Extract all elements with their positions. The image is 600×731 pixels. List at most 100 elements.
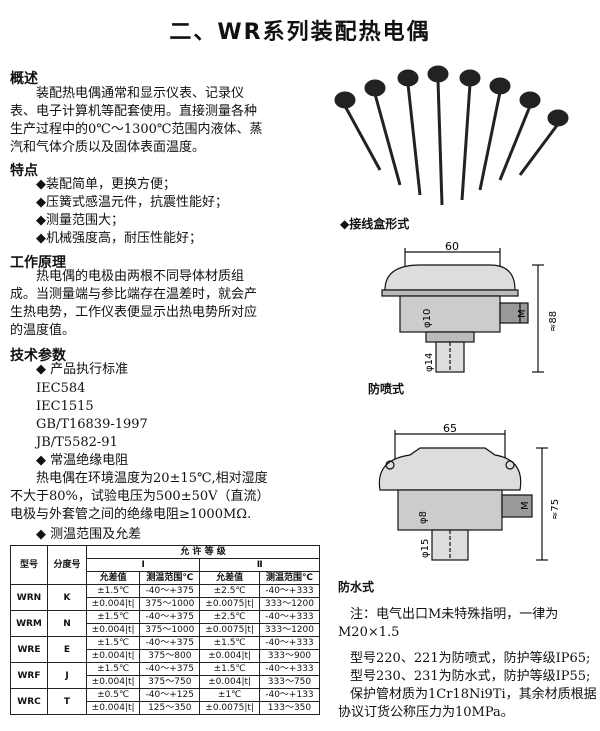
probe-head: [364, 79, 386, 97]
table-cell: 375～750: [139, 675, 201, 689]
overview-text: 装配热电偶通常和显示仪表、记录仪 表、电子计算机等配套使用。直接测量各种 生产过…: [10, 85, 310, 157]
table-title: ◆ 测温范围及允差: [36, 527, 142, 542]
table-cell: ±0.004|t|: [85, 675, 141, 689]
cell-type: WRF: [10, 662, 48, 689]
probe-head: [427, 65, 449, 83]
dim-m: M: [517, 309, 528, 318]
dim-height: ≈75: [550, 499, 560, 520]
table-cell: -40～+333: [258, 584, 321, 598]
probe-stem: [498, 105, 532, 181]
probe-stem: [478, 91, 502, 191]
insulation-line: 热电偶在环境温度为20±15℃,相对湿度: [36, 471, 268, 486]
principle-line: 热电偶的电极由两根不同导体材质组: [36, 269, 245, 284]
table-cell: -40～+125: [139, 688, 201, 702]
standard-item: IEC584: [36, 381, 86, 396]
sub-tol-header: 允差值: [199, 571, 260, 585]
col-type-header: 型号: [10, 545, 48, 585]
table-cell: ±0.0075|t|: [199, 623, 260, 637]
standard-item: IEC1515: [36, 399, 94, 414]
model-line: 协议订货公称压力为10MPa。: [338, 705, 514, 720]
overview-line: 装配热电偶通常和显示仪表、记录仪: [36, 86, 245, 101]
params-heading: 技术参数: [10, 348, 66, 364]
table-cell: ±0.004|t|: [85, 597, 141, 611]
table-cell: ±0.004|t|: [199, 649, 260, 663]
table-cell: -40～+375: [139, 662, 201, 676]
model-line: 型号230、231为防水式，防护等级IP55;: [350, 669, 591, 684]
outlet-note: 注：电气出口M未特殊指明，一律为 M20×1.5: [338, 606, 593, 642]
features-heading: 特点: [10, 163, 38, 179]
table-row: ±0.004|t|125～350±0.0075|t|133～350: [11, 701, 321, 715]
note-line: 注：电气出口M未特殊指明，一律为: [350, 607, 559, 622]
table-cell: ±1.5℃: [85, 610, 141, 624]
sub-range-header: 测温范围℃: [139, 571, 201, 585]
dim-d8: φ8: [418, 511, 429, 524]
table-cell: ±1.5℃: [85, 662, 141, 676]
probe-head: [459, 69, 481, 87]
cell-grade: T: [47, 688, 87, 715]
junction-box-caption: ◆接线盒形式: [340, 217, 410, 231]
cell-type: WRC: [10, 688, 48, 715]
features-list: ◆装配简单，更换方便； ◆压簧式感温元件，抗震性能好； ◆测量范围大； ◆机械强…: [36, 176, 228, 248]
table-cell: 333～1200: [258, 597, 321, 611]
probe-stem: [460, 83, 472, 201]
table-cell: ±1.5℃: [199, 636, 260, 650]
table-cell: ±2.5℃: [199, 584, 260, 598]
probe-head: [397, 69, 419, 87]
cell-grade: N: [47, 610, 87, 637]
table-cell: 375～1000: [139, 597, 201, 611]
principle-line: 成。当测量端与参比端存在温差时，就会产: [10, 287, 258, 302]
cable-outlet: [499, 302, 529, 324]
dim-height: ≈88: [548, 311, 559, 332]
grade1-header: Ⅰ: [85, 558, 201, 572]
table-cell: ±0.5℃: [85, 688, 141, 702]
waterproof-caption: 防水式: [338, 580, 375, 594]
waterproof-diagram: 65 φ8 M φ15 ≈75: [378, 422, 560, 561]
insulation-line: 不大于80%，试验电压为500±50V（直流）: [10, 489, 270, 504]
table-cell: ±1.5℃: [85, 636, 141, 650]
table-cell: ±0.004|t|: [85, 623, 141, 637]
overview-heading: 概述: [10, 71, 38, 87]
table-cell: -40～+333: [258, 636, 321, 650]
col-grade-header: 分度号: [47, 545, 87, 585]
probe-stem: [436, 79, 444, 206]
cell-type: WRN: [10, 584, 48, 611]
table-cell: ±0.004|t|: [199, 675, 260, 689]
feature-item: ◆压簧式感温元件，抗震性能好；: [36, 195, 228, 210]
probe-stem: [343, 105, 382, 171]
table-cell: -40～+375: [139, 610, 201, 624]
table-cell: 333～900: [258, 649, 321, 663]
spray-proof-caption: 防喷式: [368, 382, 405, 396]
table-cell: -40～+375: [139, 584, 201, 598]
cell-grade: E: [47, 636, 87, 663]
table-cell: 375～1000: [139, 623, 201, 637]
tolerance-table: 型号 分度号 允 许 等 级 Ⅰ Ⅱ 允差值 测温范围℃ 允差值 测温范围℃ W…: [10, 545, 321, 715]
table-cell: 375～800: [139, 649, 201, 663]
probe-stem: [518, 123, 560, 176]
probe-head: [334, 91, 356, 109]
cable-outlet: [501, 494, 533, 518]
page-title: 二、WR系列装配热电偶: [169, 20, 431, 45]
table-cell: -40～+333: [258, 610, 321, 624]
sub-range-header: 测温范围℃: [258, 571, 321, 585]
cell-type: WRE: [10, 636, 48, 663]
sub-tol-header: 允差值: [85, 571, 141, 585]
cell-grade: K: [47, 584, 87, 611]
table-cell: ±1℃: [199, 688, 260, 702]
standard-item: JB/T5582-91: [36, 435, 118, 450]
feature-item: ◆机械强度高，耐压性能好；: [36, 231, 202, 246]
probe-stem: [406, 83, 422, 196]
probe-stem: [373, 93, 402, 186]
standards-title: ◆ 产品执行标准: [36, 362, 129, 377]
table-cell: ±0.0075|t|: [199, 597, 260, 611]
table-cell: ±2.5℃: [199, 610, 260, 624]
standard-item: GB/T16839-1997: [36, 417, 148, 432]
table-cell: -40～+133: [258, 688, 321, 702]
grade2-header: Ⅱ: [199, 558, 320, 572]
probe-head: [547, 109, 569, 127]
table-row: ±0.004|t|375～750±0.004|t|333～750: [11, 675, 321, 689]
principle-line: 的温度值。: [10, 323, 76, 338]
